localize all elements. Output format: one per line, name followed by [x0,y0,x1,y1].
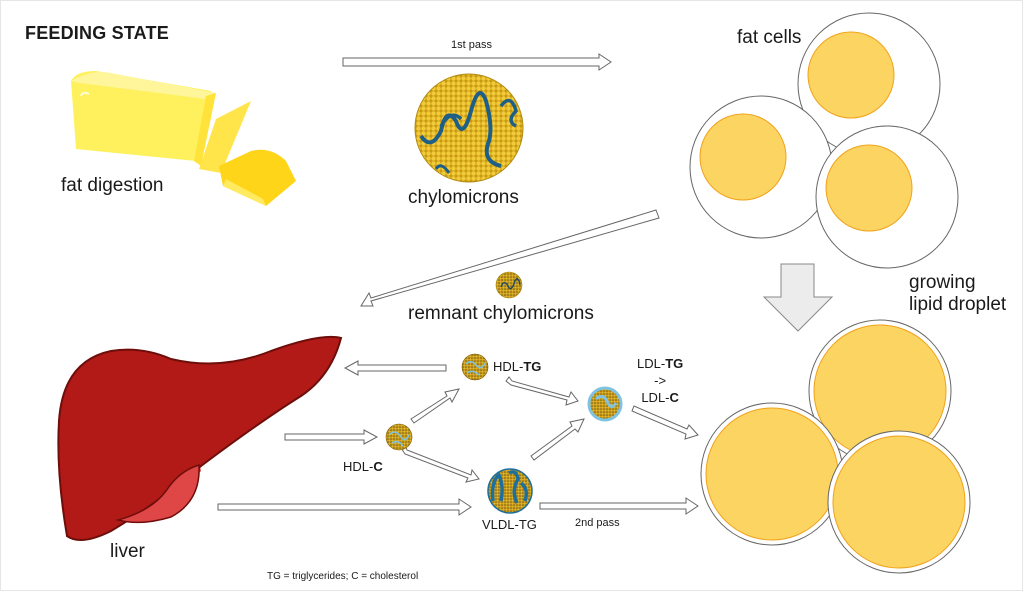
growing-label-line2: lipid droplet [909,294,1007,315]
chylomicrons-label: chylomicrons [408,187,519,208]
ldl-particle [587,386,623,422]
ldl-arrow-text: -> [654,373,667,388]
lipid-droplets [700,319,971,574]
hdl-c-label: HDL-C [343,459,383,474]
remnant-chylomicrons-label: remnant chylomicrons [408,303,594,324]
arrow-hdltg-to-liver [343,360,447,376]
arrow-hdlc-vldl [400,444,480,483]
growth-down-arrow [762,263,834,332]
hdl-tg-bold: TG [523,359,542,374]
liver-label: liver [110,541,145,562]
remnant-return-arrow [360,209,660,307]
chylomicron-particle [414,73,524,183]
arrow-hdlc-to-hdltg [410,388,460,424]
arrow-ldl-to-droplets [631,405,699,440]
fat-cells-label: fat cells [737,27,802,48]
arrow-liver-to-hdlc [284,429,379,445]
first-pass-label: 1st pass [451,39,492,51]
arrow-liver-to-vldl [217,498,472,516]
vldl-tg-label: VLDL-TG [482,517,537,532]
growing-label-line1: growing [909,272,976,293]
arrow-second-pass [539,497,699,515]
liver-icon [57,335,343,541]
fat-cells [689,12,959,269]
arrow-vldl-to-ldl [530,418,585,461]
hdl-tg-particle [461,353,489,381]
ldl-c-prefix: LDL- [641,390,670,405]
first-pass-arrow [342,53,612,71]
ldl-c-bold: C [669,390,679,405]
network-arrows [217,360,699,516]
hdl-tg-prefix: HDL- [493,359,524,374]
remnant-chylomicron-particle [495,271,523,299]
vldl-particle [487,468,533,514]
fat-digestion-label: fat digestion [61,175,164,196]
hdl-c-particle [385,423,413,451]
growing-lipid-droplet-label: growing lipid droplet [909,272,1006,316]
ldl-tg-prefix: LDL- [637,356,666,371]
footnote: TG = triglycerides; C = cholesterol [267,571,419,582]
second-pass-label: 2nd pass [575,517,620,529]
ldl-tg-bold: TG [665,356,684,371]
ldl-tg-line: LDL-TG [637,355,683,372]
arrow-hdltg-ldl [505,376,579,406]
ldl-c-line: LDL-C [637,389,683,406]
ldl-conversion-label: LDL-TG -> LDL-C [637,355,683,406]
hdl-c-bold: C [373,459,383,474]
hdl-c-prefix: HDL- [343,459,374,474]
diagram-title: FEEDING STATE [25,23,169,43]
hdl-tg-label: HDL-TG [493,359,541,374]
butter-icon [71,71,296,206]
